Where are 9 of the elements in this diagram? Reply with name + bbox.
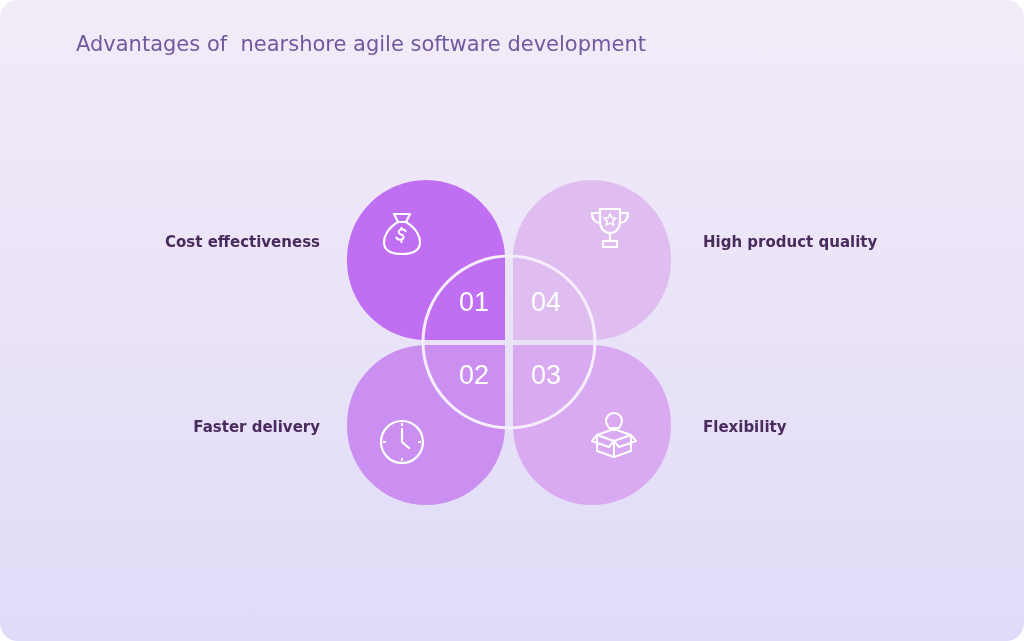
step-number: 01 <box>459 287 490 318</box>
step-number: 02 <box>459 360 490 391</box>
step-number: 03 <box>531 360 562 391</box>
title: Advantages of nearshore agile software development <box>76 32 646 56</box>
benefit-label: Cost effectiveness <box>165 233 320 251</box>
benefit-label: Faster delivery <box>193 418 320 436</box>
benefit-label: High product quality <box>703 233 878 251</box>
step-number: 04 <box>531 287 562 318</box>
benefit-label: Flexibility <box>703 418 787 436</box>
